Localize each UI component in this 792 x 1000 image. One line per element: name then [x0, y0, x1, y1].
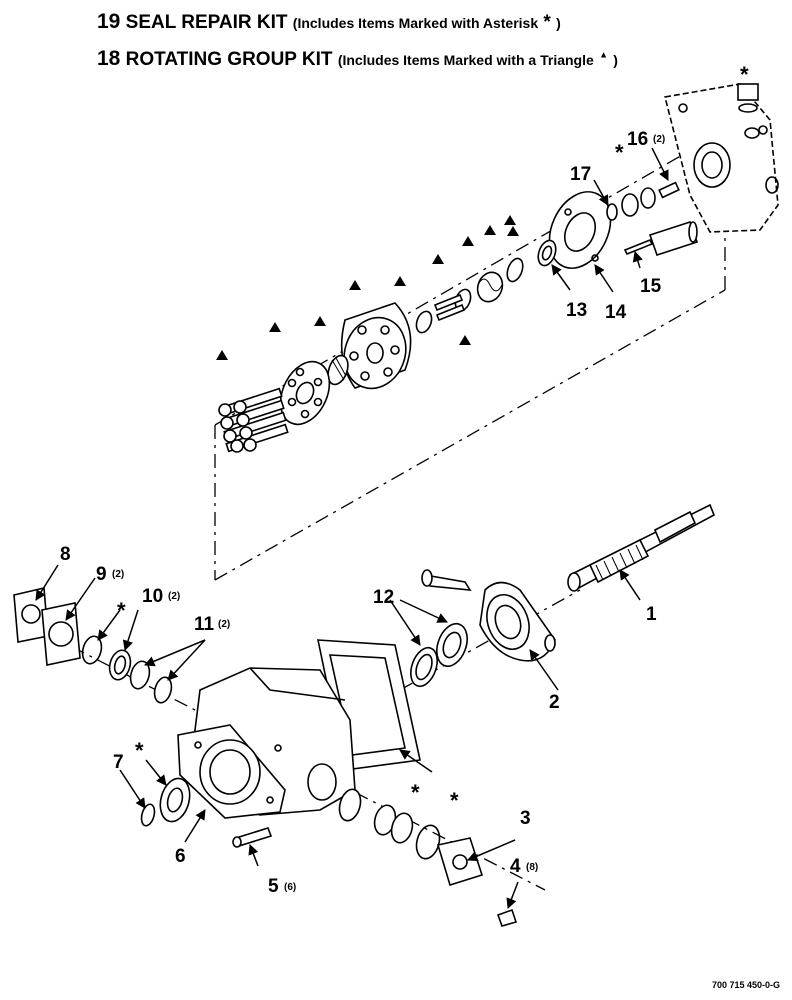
callout-16: 16 [627, 129, 648, 150]
callout-labels: 1 2 3 4 (8) 5 (6) 6 7 8 9 (2) 10 (2) 11 … [60, 129, 665, 897]
tapered-bearing-top [410, 622, 468, 688]
assembly-centerlines [19, 109, 761, 891]
triangle-markers [216, 215, 519, 360]
callout-4: 4 [510, 856, 521, 877]
cylinder-block [327, 302, 412, 390]
seal-repair-kit-heading: 19 SEAL REPAIR KIT (Includes Items Marke… [97, 10, 561, 34]
drive-shaft [567, 503, 716, 592]
callout-17: 17 [570, 164, 591, 185]
callout-16-qty: (2) [653, 134, 665, 145]
rotating-group-kit-heading: 18 ROTATING GROUP KIT (Includes Items Ma… [97, 47, 618, 71]
kit-title: ROTATING GROUP KIT [125, 49, 333, 70]
callout-14: 14 [605, 302, 627, 323]
kit-description: (Includes Items Marked with a Triangle [337, 52, 594, 68]
asterisk-markers: * * * * * * [117, 62, 749, 813]
end-cover [648, 83, 779, 257]
callout-7: 7 [113, 752, 124, 773]
kit-number: 19 [97, 10, 121, 33]
asterisk-mark: * [450, 788, 459, 813]
rear-seal-stack [13, 587, 173, 704]
callout-1: 1 [646, 604, 657, 625]
callout-2: 2 [549, 692, 560, 713]
figure-number: 700 715 450-0-G [711, 980, 780, 990]
leader-lines [35, 147, 669, 909]
kit-description-end: ) [556, 15, 561, 31]
kit-description-end: ) [613, 52, 618, 68]
callout-11: 11 [194, 614, 215, 635]
callout-8: 8 [60, 544, 71, 565]
piston-bundle [218, 387, 289, 453]
callout-13: 13 [566, 300, 587, 321]
asterisk-mark: * [135, 738, 144, 763]
asterisk-mark: * [117, 598, 126, 623]
valve-plate [548, 191, 612, 269]
asterisk-mark: * [543, 12, 551, 33]
kit-description: (Includes Items Marked with Asterisk [292, 15, 539, 31]
callout-10-qty: (2) [168, 591, 180, 602]
pump-housing [177, 667, 356, 819]
top-small-parts [415, 181, 680, 334]
callout-15: 15 [640, 276, 662, 297]
callout-12: 12 [373, 587, 394, 608]
callout-6: 6 [175, 846, 186, 867]
asterisk-mark: * [411, 780, 420, 805]
kit-title: SEAL REPAIR KIT [125, 12, 288, 33]
triangle-mark: ▲ [599, 49, 608, 60]
kit-number: 18 [97, 47, 121, 70]
lower-bearing-seals [140, 777, 518, 927]
callout-9: 9 [96, 564, 107, 585]
retainer-plate [279, 360, 331, 426]
callout-5: 5 [268, 876, 279, 897]
asterisk-mark: * [615, 140, 624, 165]
asterisk-mark: * [740, 62, 749, 87]
callout-10: 10 [142, 586, 163, 607]
callout-9-qty: (2) [112, 569, 124, 580]
callout-5-qty: (6) [284, 882, 296, 893]
callout-3: 3 [520, 808, 531, 829]
swashplate [421, 569, 556, 662]
callout-4-qty: (8) [526, 862, 538, 873]
callout-11-qty: (2) [218, 619, 230, 630]
